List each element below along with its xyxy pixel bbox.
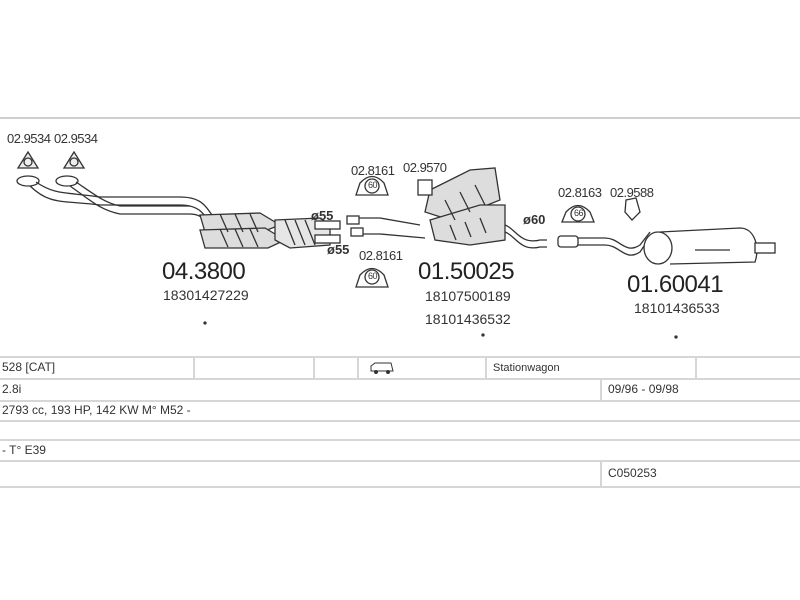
gasket-icon (62, 150, 86, 169)
empty-cell (695, 358, 800, 379)
fitting-code: 02.8161 (359, 248, 403, 263)
fitting-code: 02.8161 (351, 163, 395, 178)
hanger-size: 66 (574, 208, 584, 218)
vehicle-row-engine: 2.8i 09/96 - 09/98 (0, 378, 800, 401)
fitting-code: 02.9588 (610, 185, 654, 200)
fitting-code: 02.8163 (558, 185, 602, 200)
part-number[interactable]: 04.3800 (162, 258, 246, 285)
vehicle-row-ref: C050253 (0, 460, 800, 488)
hanger-icon (355, 267, 389, 288)
top-divider (0, 117, 800, 119)
clamp-icon (417, 179, 433, 196)
fitting-code: 02.9534 (7, 131, 51, 146)
empty-cell (193, 358, 313, 379)
oe-number: 18101436533 (634, 300, 720, 316)
body-icon-cell (357, 358, 485, 379)
vehicle-row-model: 528 [CAT] Stationwagon (0, 356, 800, 379)
oe-number: 18301427229 (163, 287, 249, 303)
diameter-label: ø60 (523, 212, 546, 227)
part-number[interactable]: 01.60041 (627, 271, 724, 298)
type: - T° E39 (2, 443, 46, 457)
vehicle-row-specs: 2793 cc, 193 HP, 142 KW M° M52 - (0, 400, 800, 421)
station-wagon-icon (370, 362, 394, 374)
body-type-text: Stationwagon (493, 362, 560, 374)
empty-cell (313, 358, 357, 379)
ref-text: C050253 (608, 466, 657, 480)
years: 09/96 - 09/98 (600, 380, 800, 401)
vehicle-row-empty (0, 420, 800, 440)
years-text: 09/96 - 09/98 (608, 382, 679, 396)
gasket-icon (16, 150, 40, 169)
oe-number: 18101436532 (425, 311, 511, 327)
bracket-icon (624, 197, 641, 221)
hanger-size: 60 (368, 271, 378, 281)
part-number[interactable]: 01.50025 (418, 258, 515, 285)
hanger-icon (355, 175, 389, 196)
fitting-code: 02.9570 (403, 160, 447, 175)
engine: 2.8i (2, 382, 22, 396)
oe-number: 18107500189 (425, 288, 511, 304)
specs: 2793 cc, 193 HP, 142 KW M° M52 - (2, 403, 191, 417)
body-type: Stationwagon (485, 358, 695, 379)
vehicle-row-type: - T° E39 (0, 439, 800, 461)
exhaust-system-drawing (16, 150, 776, 339)
diameter-label: ø55 (311, 208, 334, 223)
hanger-size: 60 (368, 180, 378, 190)
ref: C050253 (600, 462, 800, 486)
hanger-icon (561, 204, 595, 223)
diameter-label: ø55 (327, 242, 350, 257)
fitting-code: 02.9534 (54, 131, 98, 146)
model: 528 [CAT] (2, 360, 56, 374)
